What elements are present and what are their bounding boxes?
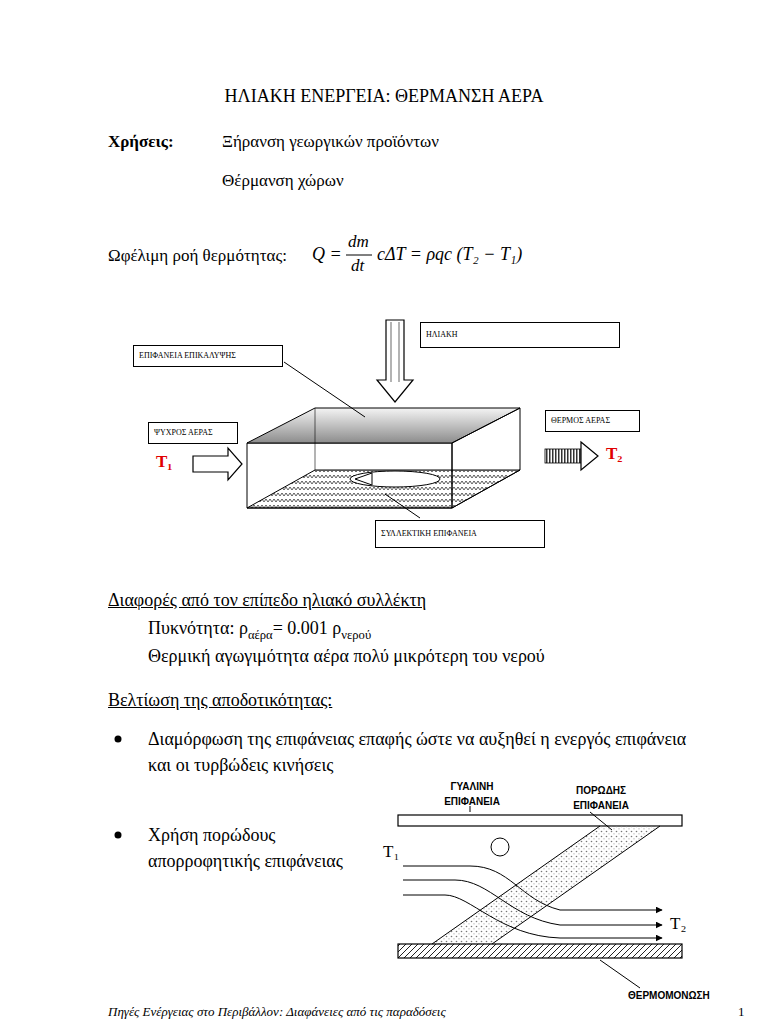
sun-arrow xyxy=(377,320,413,402)
label-text: Βελτίωση της αποδοτικότητας: xyxy=(108,690,332,710)
section-heading: Διαφορές από τον επίπεδο ηλιακό συλλέκτη xyxy=(108,590,426,612)
body-line: Θερμική αγωγιμότητα αέρα πολύ μικρότερη … xyxy=(148,646,545,668)
density-line: Πυκνότητα: ραέρα= 0.001 ρνερού xyxy=(148,618,371,643)
part-label: ΘΕΡΜΟΜΟΝΩΣΗ xyxy=(628,990,710,1002)
leader-line xyxy=(600,960,640,988)
page-title: ΗΛΙΑΚΗ ΕΝΕΡΓΕΙΑ: ΘΕΡΜΑΝΣΗ ΑΕΡΑ xyxy=(0,86,768,107)
temperature-label: T₁ xyxy=(383,842,399,862)
collecting-surface xyxy=(247,470,520,508)
side-face xyxy=(452,408,520,508)
leader-line xyxy=(590,812,612,830)
part-label: ΠΟΡΩΔΗΣ ΕΠΙΦΑΝΕΙΑ xyxy=(566,784,636,813)
box-label: ΨΥΧΡΟΣ ΑΕΡΑΣ xyxy=(154,429,213,438)
formula-part: Q = xyxy=(312,244,342,266)
inlet-arrow xyxy=(193,448,242,480)
label-text: T₂ xyxy=(670,914,686,933)
label-text: Διαμόρφωση της επιφάνειας επαφής ώστε να… xyxy=(148,729,686,775)
label-text: Q = xyxy=(312,244,342,264)
flow-line xyxy=(403,895,662,938)
footer-text: Πηγές Ενέργειας στο Περιβάλλον: Διαφάνει… xyxy=(108,1004,446,1020)
outlet-arrow xyxy=(545,449,581,463)
label-text: Ξήρανση γεωργικών προϊόντων xyxy=(222,132,439,151)
box-label: ΕΠΙΦΑΝΕΙΑ ΕΠΙΚΑΛΥΨΗΣ xyxy=(139,352,236,361)
box-label: ΣΥΛΛΕΚΤΙΚΗ ΕΠΙΦΑΝΕΙΑ xyxy=(381,530,477,539)
label-text: ΘΕΡΜΟΜΟΝΩΣΗ xyxy=(628,990,710,1001)
section-heading: Βελτίωση της αποδοτικότητας: xyxy=(108,690,332,712)
glass-plate xyxy=(398,815,682,826)
flow-line xyxy=(403,880,662,925)
cover-surface xyxy=(247,408,520,443)
page-number: 1 xyxy=(738,1004,745,1020)
label-text: ΓΥΑΛΙΝΗ ΕΠΙΦΑΝΕΙΑ xyxy=(444,781,500,807)
heading-label: Χρήσεις: xyxy=(108,132,174,152)
leader-line xyxy=(385,494,420,518)
callout-box: ΣΥΛΛΕΚΤΙΚΗ ΕΠΙΦΑΝΕΙΑ xyxy=(375,520,545,548)
leader-line xyxy=(470,806,471,812)
label-text: T₁ xyxy=(383,842,399,861)
label-text: T₁ xyxy=(156,452,172,471)
callout-box: ΕΠΙΦΑΝΕΙΑ ΕΠΙΚΑΛΥΨΗΣ xyxy=(133,345,283,367)
box-label: ΘΕΡΜΟΣ ΑΕΡΑΣ xyxy=(551,417,610,426)
swirl-head xyxy=(355,473,372,485)
label-text: T₂ xyxy=(606,444,622,463)
formula-part: cΔT = ρqc (T₂ − T₁) xyxy=(377,244,522,266)
label-text: Πυκνότητα: ρ xyxy=(148,618,248,638)
label-text: Χρήσεις: xyxy=(108,132,174,151)
title-text: ΗΛΙΑΚΗ ΕΝΕΡΓΕΙΑ: ΘΕΡΜΑΝΣΗ ΑΕΡΑ xyxy=(225,86,544,106)
label-text: Πηγές Ενέργειας στο Περιβάλλον: Διαφάνει… xyxy=(108,1004,446,1019)
label-text: ΠΟΡΩΔΗΣ ΕΠΙΦΑΝΕΙΑ xyxy=(573,785,629,811)
label-text: Θέρμανση χώρων xyxy=(222,171,344,190)
bullet xyxy=(115,736,122,743)
bullet-text: Διαμόρφωση της επιφάνειας επαφής ώστε να… xyxy=(148,726,708,778)
porous-illustration xyxy=(398,806,682,988)
label-text: = 0.001 ρ xyxy=(273,618,342,638)
label-text: dm xyxy=(348,232,369,251)
temperature-label: T₂ xyxy=(670,914,686,934)
flow-line xyxy=(403,866,662,910)
callout-box: ΨΥΧΡΟΣ ΑΕΡΑΣ xyxy=(148,422,238,444)
label-text: cΔT = ρqc (T₂ − T₁) xyxy=(377,244,522,264)
label-text: Θερμική αγωγιμότητα αέρα πολύ μικρότερη … xyxy=(148,646,545,666)
use-item: Ξήρανση γεωργικών προϊόντων xyxy=(222,132,439,152)
label-text: 1 xyxy=(738,1004,745,1019)
label-text: dt xyxy=(351,256,364,275)
insulation xyxy=(398,944,682,958)
bullet xyxy=(115,832,122,839)
bullet-text: Χρήση πορώδους απορροφητικής επιφάνειας xyxy=(148,822,383,874)
callout-box: ΘΕΡΜΟΣ ΑΕΡΑΣ xyxy=(545,410,640,432)
leader-line xyxy=(284,362,365,417)
formula-numerator: dm xyxy=(348,232,369,252)
porous-band xyxy=(432,826,660,944)
label-text: Ωφέλιμη ροή θερμότητας: xyxy=(108,246,287,265)
label-text: Χρήση πορώδους απορροφητικής επιφάνειας xyxy=(148,825,343,871)
callout-box: ΗΛΙΑΚΗ xyxy=(420,322,620,348)
temperature-label: T₂ xyxy=(606,444,622,464)
flow-swirl xyxy=(350,471,440,487)
back-edge xyxy=(315,408,316,470)
label-text: Διαφορές από τον επίπεδο ηλιακό συλλέκτη xyxy=(108,590,426,610)
bubble xyxy=(491,838,509,856)
fraction-bar xyxy=(346,255,372,256)
formula-denominator: dt xyxy=(351,256,364,276)
use-item: Θέρμανση χώρων xyxy=(222,171,344,191)
temperature-label: T₁ xyxy=(156,452,172,472)
subscript: νερού xyxy=(341,628,371,642)
front-face xyxy=(247,443,452,508)
part-label: ΓΥΑΛΙΝΗ ΕΠΙΦΑΝΕΙΑ xyxy=(432,780,512,809)
formula-caption: Ωφέλιμη ροή θερμότητας: xyxy=(108,246,287,266)
box-label: ΗΛΙΑΚΗ xyxy=(426,331,458,340)
subscript: αέρα xyxy=(248,628,273,642)
